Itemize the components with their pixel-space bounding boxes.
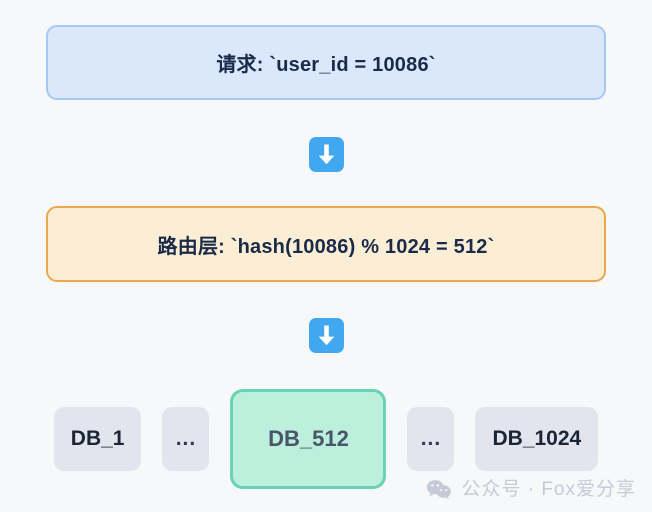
db-node-label: DB_1024 [492, 427, 582, 450]
database-shard-row: DB_1 ... DB_512 ... DB_1024 [0, 389, 652, 489]
wechat-icon [426, 479, 452, 500]
db-node-label: ... [175, 427, 197, 450]
router-step-box: 路由层: `hash(10086) % 1024 = 512` [46, 206, 606, 282]
request-step-label: 请求: `user_id = 10086` [216, 54, 436, 76]
db-node-ellipsis-left: ... [162, 407, 210, 471]
arrow-down-icon [308, 137, 344, 172]
db-node-label: ... [420, 427, 442, 450]
db-node-db-1: DB_1 [53, 407, 142, 471]
db-node-db-1024: DB_1024 [475, 407, 599, 471]
db-node-ellipsis-right: ... [407, 407, 455, 471]
db-node-db-512-highlighted: DB_512 [230, 389, 387, 489]
request-step-box: 请求: `user_id = 10086` [46, 25, 606, 100]
db-node-label: DB_1 [70, 427, 125, 450]
arrow-down-icon-2 [308, 318, 344, 353]
router-step-label: 路由层: `hash(10086) % 1024 = 512` [157, 235, 495, 258]
watermark: 公众号 · Fox爱分享 [426, 479, 636, 500]
db-node-label: DB_512 [268, 426, 349, 451]
watermark-label: 公众号 · Fox爱分享 [461, 479, 636, 500]
